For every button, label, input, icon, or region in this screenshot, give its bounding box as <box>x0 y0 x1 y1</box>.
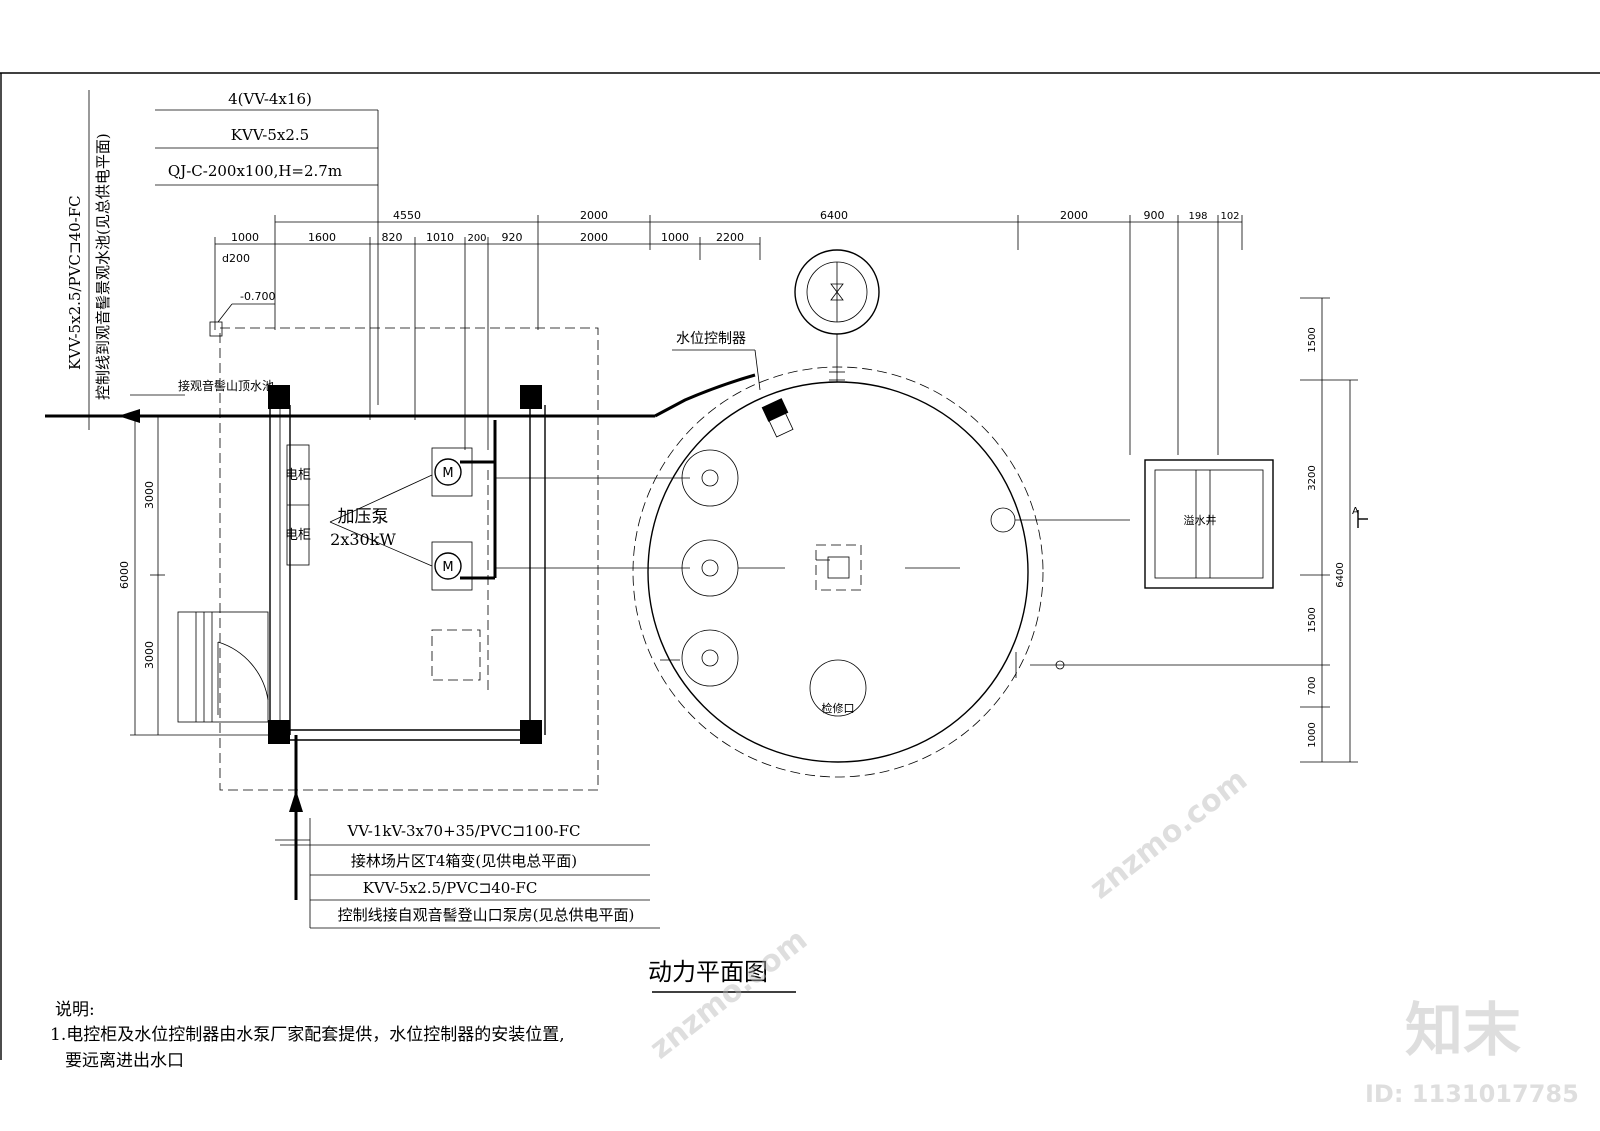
dim-sub-7: 2000 <box>580 231 608 244</box>
dim-top-2: 2000 <box>580 209 608 222</box>
vertical-cable-label: KVV-5x2.5/PVC⊐40-FC <box>66 195 84 370</box>
pump-power-label: 2x30kW <box>330 530 396 549</box>
vertical-cable-labels: KVV-5x2.5/PVC⊐40-FC 控制线到观音髻景观水池(见总供电平面) <box>66 90 112 430</box>
watermark-site-2: znzmo.com <box>1083 762 1254 906</box>
dim-top-1: 4550 <box>393 209 421 222</box>
drawing-title: 动力平面图 <box>648 958 768 986</box>
watermark: 知末 ID: 1131017785 znzmo.com znzmo.com <box>643 762 1578 1108</box>
cable-bottom-line2: 接林场片区T4箱变(见供电总平面) <box>351 852 577 870</box>
dim-sub-3: 820 <box>382 231 403 244</box>
dim-right-2: 3200 <box>1307 465 1318 490</box>
right-dimensions: 1500 3200 1500 700 1000 6400 A <box>1300 297 1368 763</box>
cable-bottom-line4: 控制线接自观音髻登山口泵房(见总供电平面) <box>338 906 635 924</box>
dim-right-1: 1500 <box>1307 327 1318 352</box>
dim-right-3: 1500 <box>1307 607 1318 632</box>
dim-right-5: 1000 <box>1307 722 1318 747</box>
dim-right-outer: 6400 <box>1335 562 1346 587</box>
cable-top-line3: QJ-C-200x100,H=2.7m <box>168 162 342 180</box>
water-level-controller: 水位控制器 <box>672 331 794 438</box>
cabinet-label-2: 电柜 <box>285 528 311 543</box>
cable-bottom-line3: KVV-5x2.5/PVC⊐40-FC <box>363 879 538 897</box>
booster-pumps: M M 加压泵 2x30kW <box>329 420 690 591</box>
dim-top-4: 2000 <box>1060 209 1088 222</box>
cabinet-label-1: 电柜 <box>285 468 311 483</box>
motor-symbol-2: M <box>442 560 453 575</box>
dim-sub-9: 2200 <box>716 231 744 244</box>
dim-sub-2: 1600 <box>308 231 336 244</box>
elevation-mark: -0.700 <box>209 290 275 337</box>
overflow-well-label: 溢水井 <box>1184 513 1217 527</box>
dim-sub-4: 1010 <box>426 231 454 244</box>
circular-water-tank: 检修口 <box>632 249 1300 778</box>
svg-text:-0.700: -0.700 <box>240 290 275 303</box>
overflow-well: 溢水井 <box>1144 459 1274 589</box>
pump-name-label: 加压泵 <box>338 507 389 527</box>
dim-left-3: 3000 <box>143 641 156 669</box>
dim-left-2: 6000 <box>118 561 131 589</box>
watermark-brand: 知末 <box>1405 996 1521 1064</box>
cable-bottom-line1: VV-1kV-3x70+35/PVC⊐100-FC <box>347 822 581 840</box>
cable-spec-table-bottom: VV-1kV-3x70+35/PVC⊐100-FC 接林场片区T4箱变(见供电总… <box>275 818 660 929</box>
motor-symbol-1: M <box>442 466 453 481</box>
dim-sub-5: 200 <box>467 233 486 244</box>
cable-spec-table-top: 4(VV-4x16) KVV-5x2.5 QJ-C-200x100,H=2.7m <box>155 90 379 405</box>
section-mark: A <box>1352 506 1359 517</box>
top-dimensions: 4550 2000 6400 2000 900 198 102 1000 160… <box>214 209 1243 455</box>
dim-left-1: 3000 <box>143 481 156 509</box>
dim-sub-1: 1000 <box>231 231 259 244</box>
d200-label: d200 <box>222 252 250 265</box>
vertical-desc-label: 控制线到观音髻景观水池(见总供电平面) <box>94 133 112 400</box>
dim-top-3: 6400 <box>820 209 848 222</box>
cable-top-line1: 4(VV-4x16) <box>228 90 312 108</box>
pump-room <box>177 327 599 791</box>
left-dimensions: 3000 6000 3000 <box>118 415 275 736</box>
watermark-id: ID: 1131017785 <box>1365 1080 1579 1108</box>
level-controller-label: 水位控制器 <box>676 331 746 347</box>
dim-top-6: 198 <box>1188 211 1207 222</box>
cable-top-line2: KVV-5x2.5 <box>231 126 309 144</box>
pool-inlet-label: 接观音髻山顶水池 <box>178 378 274 393</box>
watermark-site-1: znzmo.com <box>643 922 814 1066</box>
notes: 说明: 1.电控柜及水位控制器由水泵厂家配套提供，水位控制器的安装位置, 要远离… <box>50 1000 565 1071</box>
dim-top-5: 900 <box>1144 209 1165 222</box>
electrical-cabinets: 电柜 电柜 <box>285 444 311 566</box>
notes-heading: 说明: <box>55 1000 95 1020</box>
dim-right-4: 700 <box>1307 676 1318 695</box>
dim-sub-6: 920 <box>502 231 523 244</box>
note-item-1-cont: 要远离进出水口 <box>65 1051 184 1071</box>
dim-sub-8: 1000 <box>661 231 689 244</box>
note-item-1: 1.电控柜及水位控制器由水泵厂家配套提供，水位控制器的安装位置, <box>50 1025 565 1045</box>
manhole-label: 检修口 <box>822 701 855 715</box>
dim-top-7: 102 <box>1220 211 1239 222</box>
